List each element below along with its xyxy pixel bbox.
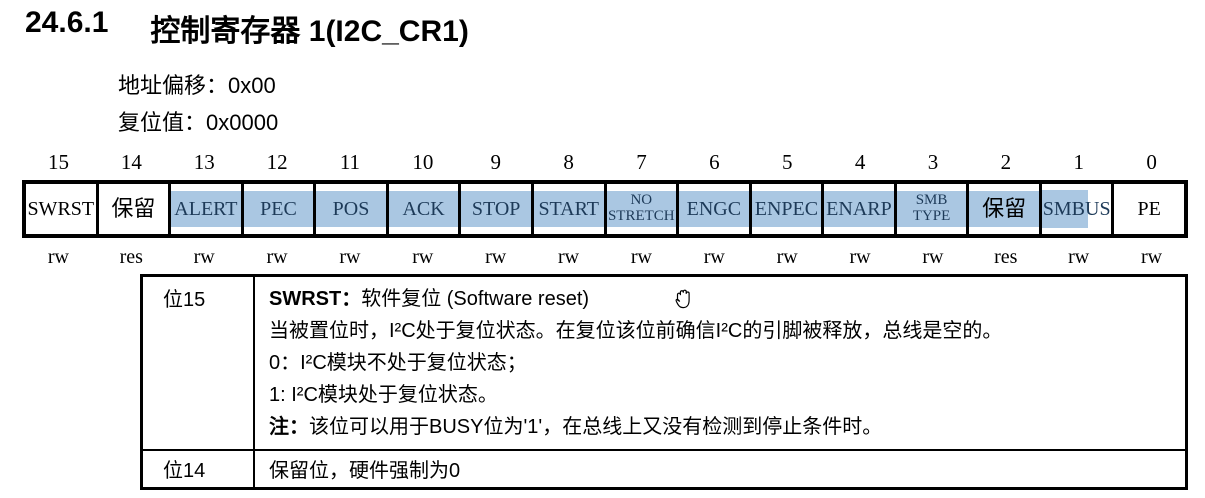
bit-access-5: rw [776, 246, 798, 268]
bit-cell-alert: ALERT [171, 184, 244, 234]
bit-access-2: res [994, 246, 1018, 268]
bit-number-0: 0 [1146, 150, 1157, 174]
bit-cell-swrst: SWRST [26, 184, 99, 234]
bit-cell-pe: PE [1137, 197, 1161, 220]
reset-value-label: 复位值： [118, 110, 207, 135]
bit-label-14: 位14 [143, 451, 255, 487]
bit-cell-ack: ACK [388, 184, 462, 234]
section-title: 控制寄存器 1(I2C_CR1) [150, 15, 469, 48]
bit-number-5: 5 [781, 150, 793, 174]
bit-access-13: rw [193, 246, 215, 268]
hand-cursor-icon [672, 286, 695, 317]
bit-access-14: res [119, 246, 143, 268]
bit-cell-start: START [533, 184, 607, 234]
bit-cell-enarp: ENARP [824, 184, 897, 234]
address-offset-value: 0x00 [228, 73, 276, 98]
bit-access-8: rw [558, 246, 580, 268]
bit-number-8: 8 [563, 150, 574, 174]
bit-14-description: 保留位，硬件强制为0 [269, 460, 461, 482]
bit-number-2: 2 [1000, 150, 1012, 174]
bit-number-6: 6 [709, 150, 720, 174]
section-number: 24.6.1 [25, 6, 109, 39]
bit-cell-engc: ENGC [679, 184, 752, 234]
address-offset-line: 地址偏移：0x00 [118, 68, 276, 100]
reset-value-value: 0x0000 [206, 110, 279, 135]
description-note-line: 注：该位可以用于BUSY位为'1'，在总线上又没有检测到停止条件时。 [269, 416, 883, 438]
bit-cell-nostretch: NO STRETCH [606, 184, 680, 234]
bit-cell-reserved-2: 保留 [969, 184, 1042, 234]
access-type-row: rw res rw rw rw rw rw rw rw rw rw rw rw … [22, 246, 1188, 269]
bit-number-13: 13 [193, 150, 215, 174]
table-row: 位14 保留位，硬件强制为0 [143, 451, 1185, 487]
reset-value-line: 复位值：0x0000 [118, 105, 278, 137]
bit-number-9: 9 [490, 150, 501, 174]
bit-cell-pos: POS [316, 184, 389, 234]
bit-access-6: rw [703, 246, 725, 268]
bit-cell-smbtype: SMB TYPE [896, 184, 970, 234]
bit-cell-enpec: ENPEC [751, 184, 825, 234]
bit-access-9: rw [485, 246, 507, 268]
table-row: 位15 SWRST：软件复位 (Software reset) 当被置位时，I²… [143, 277, 1185, 451]
bit-access-7: rw [630, 246, 652, 268]
bit-access-1: rw [1068, 246, 1090, 268]
bit-access-3: rw [922, 246, 944, 268]
address-offset-label: 地址偏移： [118, 73, 229, 98]
bit-number-3: 3 [927, 150, 939, 174]
bit-cell-stop: STOP [461, 184, 534, 234]
bit-number-4: 4 [854, 150, 866, 174]
bit-number-11: 11 [339, 150, 361, 174]
bit-number-1: 1 [1073, 150, 1084, 174]
bit-access-12: rw [266, 246, 288, 268]
bit-access-11: rw [339, 246, 361, 268]
description-line: 当被置位时，I²C处于复位状态。在复位该位前确信I²C的引脚被释放，总线是空的。 [269, 320, 1003, 342]
bit-access-10: rw [412, 246, 434, 268]
bit-cell-reserved-14: 保留 [99, 184, 172, 234]
bit-number-14: 14 [120, 150, 142, 174]
description-line: 1: I²C模块处于复位状态。 [269, 384, 498, 406]
bit-label-15: 位15 [143, 277, 255, 449]
bit-access-0: rw [1141, 246, 1163, 268]
bit-access-15: rw [47, 246, 69, 268]
description-line: 0：I²C模块不处于复位状态； [269, 352, 527, 374]
bit-description-table: 位15 SWRST：软件复位 (Software reset) 当被置位时，I²… [140, 274, 1188, 490]
bit-15-description: SWRST：软件复位 (Software reset) 当被置位时，I²C处于复… [255, 277, 1185, 449]
bit-number-10: 10 [412, 150, 434, 174]
bit-cell-pec: PEC [243, 184, 317, 234]
bit-number-15: 15 [47, 150, 69, 174]
bit-number-row: 15 14 13 12 11 10 9 8 7 6 5 4 3 2 1 0 [22, 150, 1188, 175]
bit-number-12: 12 [266, 150, 288, 174]
bit-number-7: 7 [636, 150, 647, 174]
register-bitfield-table: SWRST 保留 ALERT PEC POS ACK STOP START NO… [22, 180, 1188, 238]
bit-cell-smbus: SMBUS [1041, 184, 1115, 234]
section-heading: 24.6.1 控制寄存器 1(I2C_CR1) [25, 6, 469, 50]
description-title-line: SWRST：软件复位 (Software reset) [269, 288, 590, 310]
bit-access-4: rw [849, 246, 871, 268]
